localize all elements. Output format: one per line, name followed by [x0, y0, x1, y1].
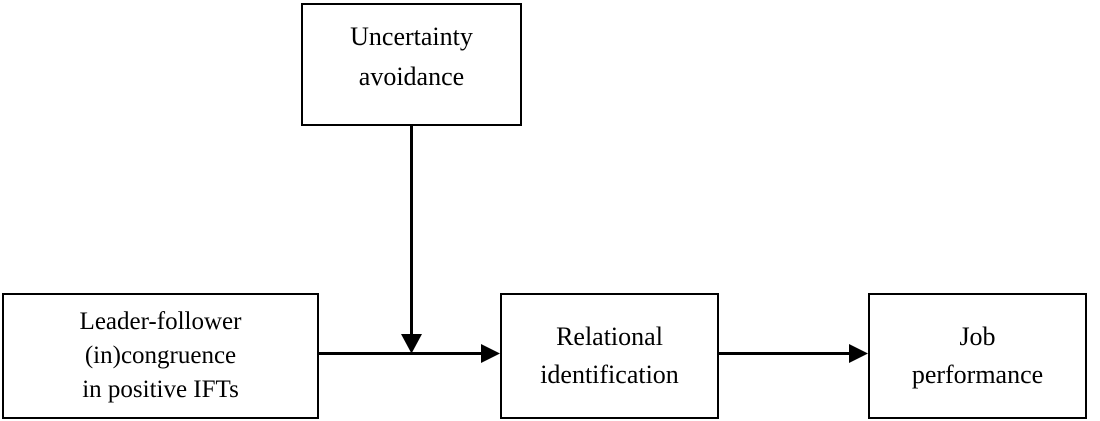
arrow-ifts-to-relational-identification	[319, 344, 500, 363]
node-leader-follower-incongruence-positive-ifts: Leader-follower (in)congruence in positi…	[2, 293, 319, 419]
node-job-performance-line-1: Job	[959, 322, 996, 351]
node-uncertainty-avoidance-line-1: Uncertainty	[350, 22, 473, 51]
node-job-performance: Job performance	[868, 293, 1087, 419]
arrow-head	[481, 344, 500, 363]
node-uncertainty-avoidance: Uncertainty avoidance	[301, 3, 522, 126]
node-job-performance-line-2: performance	[911, 360, 1044, 389]
node-relational-identification: Relational identification	[500, 293, 719, 419]
node-ifts-line-2: (in)congruence	[84, 342, 237, 369]
arrow-relational-identification-to-job-performance	[719, 344, 868, 363]
node-relational-identification-line-1: Relational	[556, 322, 663, 351]
node-uncertainty-avoidance-line-2: avoidance	[358, 62, 465, 91]
node-ifts-line-1: Leader-follower	[79, 308, 242, 335]
arrow-head	[849, 344, 868, 363]
arrow-uncertainty-avoidance-moderation	[401, 126, 422, 354]
node-ifts-line-3: in positive IFTs	[82, 376, 239, 403]
arrow-head	[401, 334, 422, 354]
node-relational-identification-line-2: identification	[540, 360, 679, 389]
